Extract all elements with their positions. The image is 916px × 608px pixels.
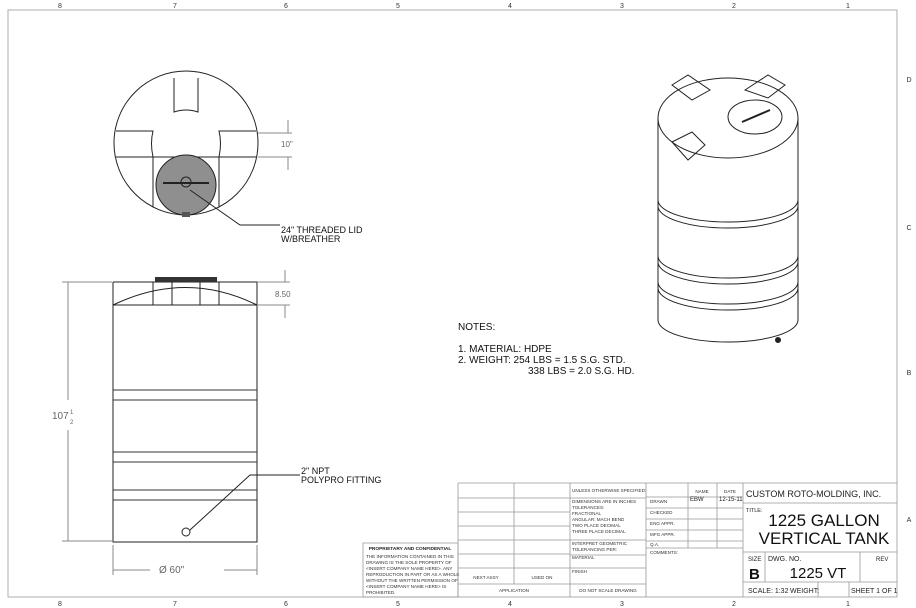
zone-6: 6: [284, 3, 288, 10]
sheet-number: SHEET 1 OF 1: [851, 588, 898, 595]
proprietary-line: REPRODUCTION IN PART OR AS A WHOLE: [366, 572, 459, 577]
fitting-callout: 2" NPT: [301, 466, 330, 476]
tolerance-line: DIMENSIONS ARE IN INCHES: [572, 499, 636, 504]
height-fraction-num: 1: [70, 410, 74, 416]
zone-2: 2: [732, 3, 736, 10]
drawn-name: EBW: [690, 497, 704, 503]
row-label: CHECKED: [650, 510, 673, 515]
next-assy-label: NEXT ASSY: [473, 575, 498, 580]
zone-8-bottom: 8: [58, 601, 62, 608]
col-name: NAME: [695, 489, 708, 494]
interpret-line: TOLERANCING PER:: [572, 547, 617, 552]
zone-1: 1: [846, 3, 850, 10]
height-fraction-den: 2: [70, 420, 74, 426]
tolerance-line: TWO PLACE DECIMAL: [572, 523, 621, 528]
isometric-view: [657, 74, 799, 343]
top-view: 24" THREADED LID W/BREATHER 10": [113, 70, 363, 244]
tolerance-line: THREE PLACE DECIMAL: [572, 529, 626, 534]
proprietary-line: <INSERT COMPANY NAME HERE> IS: [366, 584, 446, 589]
zone-4-bottom: 4: [508, 601, 512, 608]
front-view: 2" NPT POLYPRO FITTING 8.50 107 1 2 Ø 60…: [52, 270, 381, 576]
drawing-title-2: VERTICAL TANK: [759, 529, 890, 548]
dome-dimension: 8.50: [275, 290, 291, 299]
rev-label: REV: [876, 557, 888, 563]
zone-b: B: [907, 370, 912, 377]
zone-3: 3: [620, 3, 624, 10]
height-dimension: 107: [52, 411, 69, 422]
lid-callout: 24" THREADED LID: [281, 225, 363, 235]
row-label: MFG APPR.: [650, 532, 675, 537]
proprietary-line: WITHOUT THE WRITTEN PERMISSION OF: [366, 578, 458, 583]
tolerance-line: TOLERANCES:: [572, 505, 604, 510]
unless-specified: UNLESS OTHERWISE SPECIFIED:: [572, 488, 646, 493]
proprietary-block: PROPRIETARY AND CONFIDENTIAL THE INFORMA…: [362, 542, 459, 598]
row-label: DRAWN: [650, 499, 667, 504]
col-date: DATE: [724, 489, 736, 494]
drawing-border: [7, 9, 898, 598]
rib-dimension: 10": [281, 140, 293, 149]
lid-callout-2: W/BREATHER: [281, 234, 341, 244]
row-label: ENG APPR.: [650, 521, 675, 526]
application-label: APPLICATION: [499, 588, 529, 593]
material-label: MATERIAL: [572, 555, 595, 560]
size-value: B: [749, 566, 760, 583]
tolerance-line: FRACTIONAL: [572, 511, 602, 516]
company-name: CUSTOM ROTO-MOLDING, INC.: [746, 489, 881, 499]
weight-label: WEIGHT:: [790, 588, 819, 595]
lid-icon: [155, 154, 217, 216]
zone-labels: 8 7 6 5 4 3 2 1 8 7 6 5 4 3 2 1 D C B A: [58, 3, 912, 608]
note-2: 2. WEIGHT: 254 LBS = 1.5 S.G. STD.: [458, 355, 626, 366]
size-label: SIZE: [748, 557, 761, 563]
proprietary-title: PROPRIETARY AND CONFIDENTIAL: [369, 546, 452, 552]
notes-title: NOTES:: [458, 322, 495, 333]
proprietary-line: DRAWING IS THE SOLE PROPERTY OF: [366, 560, 452, 565]
do-not-scale: DO NOT SCALE DRAWING: [579, 588, 637, 593]
zone-7-bottom: 7: [173, 601, 177, 608]
drawn-date: 12-15-11: [719, 497, 743, 503]
comments-label: COMMENTS:: [650, 550, 678, 555]
zone-3-bottom: 3: [620, 601, 624, 608]
interpret-line: INTERPRET GEOMETRIC: [572, 541, 628, 546]
finish-label: FINISH: [572, 569, 587, 574]
fitting-callout-2: POLYPRO FITTING: [301, 475, 381, 485]
proprietary-line: PROHIBITED.: [366, 590, 395, 595]
tolerance-line: ANGULAR: MACH BEND: [572, 517, 625, 522]
title-label: TITLE:: [746, 508, 763, 514]
zone-2-bottom: 2: [732, 601, 736, 608]
drawing-title-1: 1225 GALLON: [768, 511, 880, 530]
notes: NOTES: 1. MATERIAL: HDPE 2. WEIGHT: 254 …: [458, 322, 634, 377]
zone-5: 5: [396, 3, 400, 10]
zone-c: C: [906, 225, 911, 232]
note-2-continued: 338 LBS = 2.0 S.G. HD.: [528, 366, 634, 377]
row-label: Q.A.: [650, 542, 659, 547]
dwg-no-label: DWG. NO.: [768, 556, 801, 563]
zone-7: 7: [173, 3, 177, 10]
proprietary-line: <INSERT COMPANY NAME HERE>. ANY: [366, 566, 452, 571]
scale: SCALE: 1:32: [748, 588, 789, 595]
zone-d: D: [906, 77, 911, 84]
dwg-no: 1225 VT: [790, 565, 847, 582]
title-block: UNLESS OTHERWISE SPECIFIED: DIMENSIONS A…: [457, 482, 898, 597]
zone-1-bottom: 1: [846, 601, 850, 608]
proprietary-line: THE INFORMATION CONTAINED IN THIS: [366, 554, 454, 559]
zone-6-bottom: 6: [284, 601, 288, 608]
used-on-label: USED ON: [532, 575, 553, 580]
zone-5-bottom: 5: [396, 601, 400, 608]
zone-a: A: [907, 517, 912, 524]
note-1: 1. MATERIAL: HDPE: [458, 344, 552, 355]
zone-8: 8: [58, 3, 62, 10]
zone-4: 4: [508, 3, 512, 10]
diameter-dimension: Ø 60": [159, 565, 185, 576]
